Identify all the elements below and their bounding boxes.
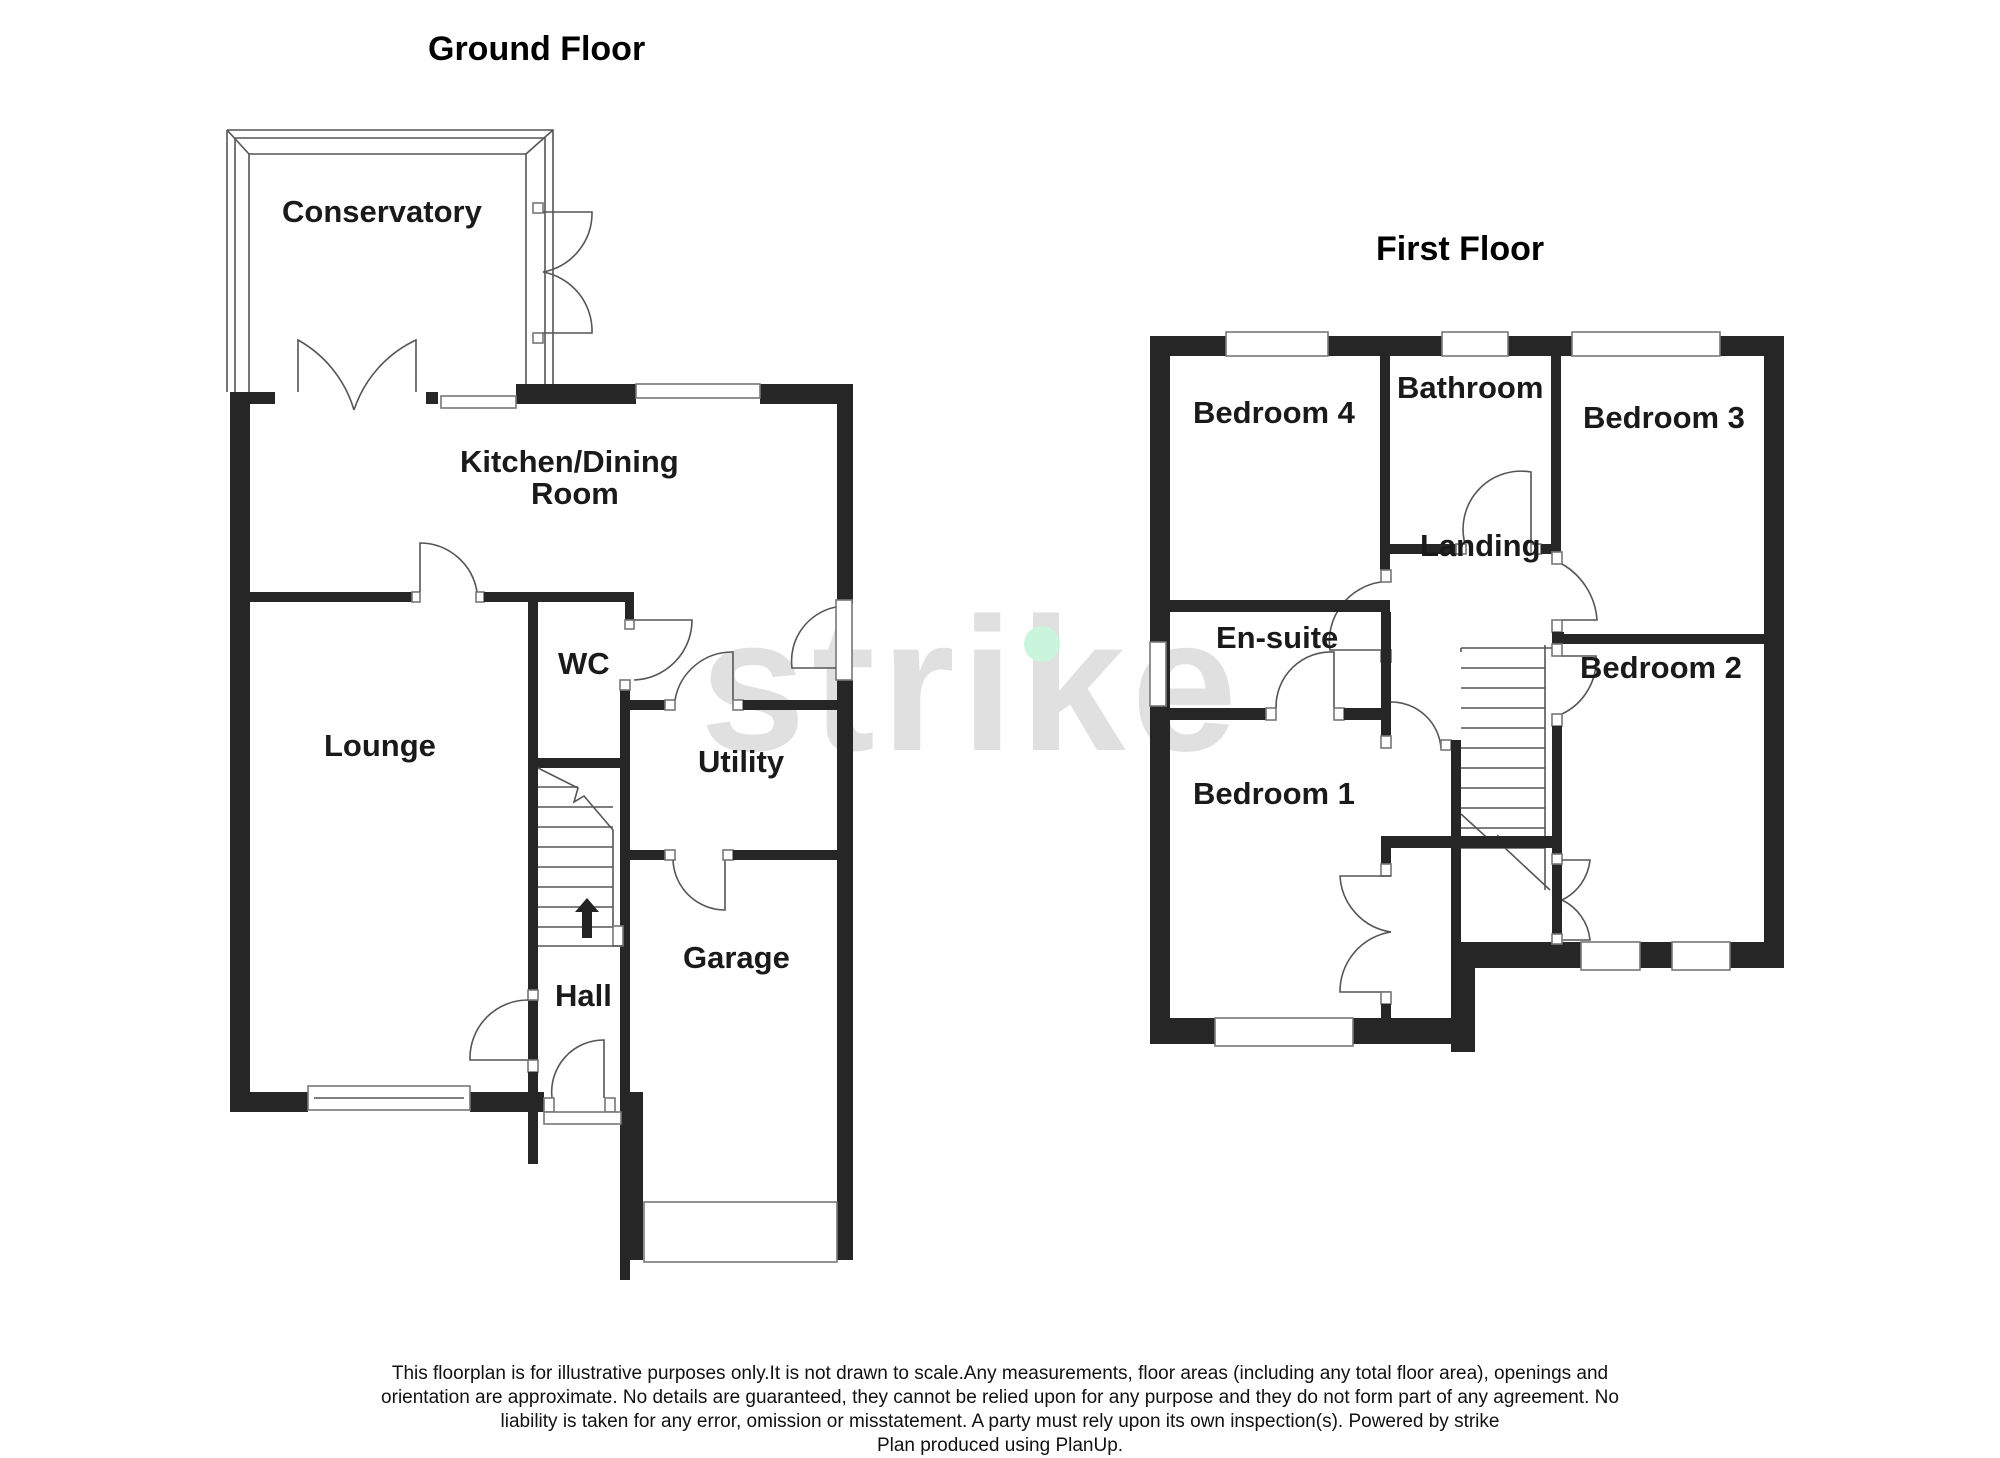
room-label-lounge: Lounge bbox=[324, 728, 436, 763]
ground-stairs bbox=[537, 767, 624, 947]
first-stairs bbox=[1460, 645, 1552, 891]
room-label-landing: Landing bbox=[1420, 528, 1541, 563]
disclaimer-text: This floorplan is for illustrative purpo… bbox=[340, 1362, 1660, 1458]
room-label-bedroom2: Bedroom 2 bbox=[1580, 650, 1742, 685]
room-label-kitchen-line2: Room bbox=[531, 476, 619, 511]
conservatory-frame bbox=[226, 129, 593, 392]
room-label-ensuite: En-suite bbox=[1216, 620, 1339, 655]
room-label-bedroom3: Bedroom 3 bbox=[1583, 400, 1745, 435]
room-label-utility: Utility bbox=[698, 744, 785, 779]
first-floor-plan bbox=[1149, 331, 1784, 1052]
disclaimer-line-1: This floorplan is for illustrative purpo… bbox=[391, 1363, 1609, 1384]
room-label-hall: Hall bbox=[555, 978, 612, 1013]
room-label-bedroom1: Bedroom 1 bbox=[1193, 776, 1355, 811]
ground-floor-title: Ground Floor bbox=[428, 30, 646, 68]
room-label-garage: Garage bbox=[683, 940, 790, 975]
room-label-conservatory: Conservatory bbox=[282, 194, 482, 229]
room-label-bathroom: Bathroom bbox=[1397, 370, 1544, 405]
room-label-wc: WC bbox=[558, 646, 610, 681]
stairs-up-arrow-icon bbox=[575, 898, 599, 938]
room-label-kitchen-line1: Kitchen/Dining bbox=[460, 444, 679, 479]
watermark-dot bbox=[1024, 626, 1060, 662]
disclaimer-line-2: orientation are approximate. No details … bbox=[381, 1387, 1619, 1408]
strike-watermark: strike bbox=[700, 579, 1244, 791]
ground-floor-plan bbox=[226, 129, 853, 1280]
disclaimer-line-4: Plan produced using PlanUp. bbox=[876, 1435, 1124, 1456]
disclaimer-line-3: liability is taken for any error, omissi… bbox=[500, 1411, 1500, 1432]
room-label-bedroom4: Bedroom 4 bbox=[1193, 395, 1355, 430]
first-floor-title: First Floor bbox=[1376, 230, 1545, 268]
